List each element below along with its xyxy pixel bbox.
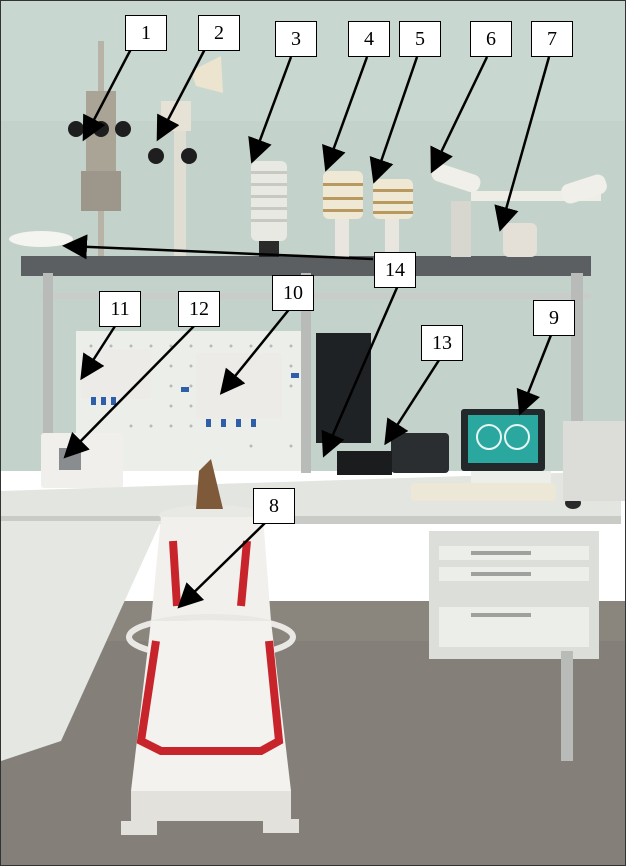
arrow-6 <box>430 56 489 174</box>
radiation-shield-3 <box>251 161 287 257</box>
sensor-7 <box>503 223 537 257</box>
desk-edge <box>1 516 621 524</box>
arrow-5 <box>369 56 419 184</box>
floor-shadow <box>1 641 625 865</box>
callout-12: 12 <box>178 291 220 327</box>
device-13 <box>391 433 449 473</box>
shelf-leg-mid <box>301 273 311 473</box>
callout-4: 4 <box>348 21 390 57</box>
callout-14: 14 <box>374 252 416 288</box>
callout-10: 10 <box>272 275 314 311</box>
callout-9: 9 <box>533 300 575 336</box>
arrow-3 <box>248 56 293 164</box>
pegboard-holes <box>89 344 293 448</box>
callout-2: 2 <box>198 15 240 51</box>
callout-5: 5 <box>399 21 441 57</box>
arrow-4 <box>322 56 369 172</box>
shelf-top <box>21 256 591 276</box>
sensor-6 <box>431 163 607 257</box>
antenna-14 <box>9 231 73 247</box>
arrow-8 <box>177 520 268 609</box>
cable-bundle <box>316 333 371 443</box>
shelf-rail <box>41 293 591 299</box>
arrow-9 <box>516 334 553 416</box>
callout-11: 11 <box>99 291 141 327</box>
arrow-2 <box>156 48 207 142</box>
arrow-13 <box>384 356 443 446</box>
arrow-12 <box>63 322 198 459</box>
keyboard <box>411 483 556 501</box>
callout-7: 7 <box>531 21 573 57</box>
callout-1: 1 <box>125 15 167 51</box>
callout-8: 8 <box>253 488 295 524</box>
box-10 <box>196 353 282 419</box>
arrow-11 <box>80 322 119 381</box>
callout-13: 13 <box>421 325 463 361</box>
arrow-1 <box>82 48 133 142</box>
arrow-10 <box>219 306 292 395</box>
sensor-5 <box>373 179 413 257</box>
box-12 <box>41 433 123 488</box>
arrow-7 <box>494 56 551 232</box>
box-11 <box>81 349 151 399</box>
desk-left-wing <box>1 521 161 761</box>
shelf-leg-left <box>43 273 53 473</box>
callout-arrows <box>62 48 553 609</box>
arrow-14a <box>62 234 374 261</box>
arrow-14b <box>321 282 401 458</box>
sensor-4 <box>323 171 363 257</box>
callout-3: 3 <box>275 21 317 57</box>
callout-6: 6 <box>470 21 512 57</box>
